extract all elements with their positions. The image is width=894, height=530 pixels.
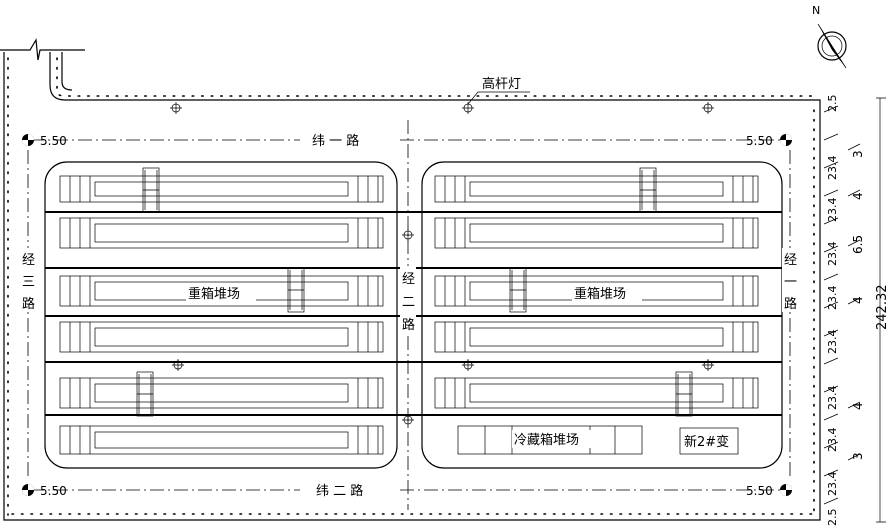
dim-gap: 3: [851, 150, 865, 158]
lamp-symbols: [22, 102, 796, 426]
dim-gap: 4: [851, 402, 865, 410]
light-icon: [172, 359, 184, 371]
road-jing1-char: 路: [784, 296, 797, 312]
dim-segment: 23.4: [826, 330, 839, 355]
road-jing1-char: 经: [784, 253, 797, 268]
road-jing2-char: 二: [402, 295, 415, 310]
reefer-yard-label: 冷藏箱堆场: [514, 432, 579, 448]
corner-dim: 5.50: [746, 134, 773, 148]
gantry-cranes: [136, 167, 693, 417]
dim-segment: 2.5: [826, 509, 839, 527]
benchmark-icon: [22, 134, 34, 146]
road-jing3-char: 三: [22, 275, 35, 290]
dim-segment: 23.4: [826, 198, 839, 223]
benchmark-icon: [22, 484, 34, 496]
dim-segment: 23.4: [826, 286, 839, 311]
road-weft2-label: 纬 二 路: [316, 483, 363, 499]
boundary: [0, 38, 821, 521]
road-weft1-label: 纬 一 路: [312, 133, 359, 149]
right-stacks: [434, 175, 759, 455]
road-jing1-char: 一: [784, 275, 797, 290]
light-icon: [462, 359, 474, 371]
light-icon: [170, 102, 182, 114]
dim-segment: 2.5: [826, 95, 839, 113]
high-mast-light-label: 高杆灯: [482, 76, 521, 92]
dim-segment: 23.4: [826, 242, 839, 267]
dim-gap: 4: [851, 296, 865, 304]
dim-total: 242.32: [875, 285, 890, 331]
road-jing3-char: 路: [22, 296, 35, 312]
heavy-yard-right-label: 重箱堆场: [574, 286, 626, 302]
dim-gap: 6.5: [851, 235, 865, 254]
road-centerlines: [27, 120, 791, 510]
dim-gap: 3: [851, 452, 865, 460]
road-jing3-char: 经: [22, 253, 35, 268]
light-icon: [702, 359, 714, 371]
dim-segment: 23.4: [826, 386, 839, 411]
dimension-chain: [823, 97, 886, 523]
road-labels: 纬 一 路 纬 二 路 经 三 路 经 二 路 经 一 路: [20, 131, 798, 499]
dim-gap: 4: [851, 192, 865, 200]
light-icon: [402, 414, 414, 426]
light-icon: [702, 102, 714, 114]
benchmark-icon: [780, 134, 792, 146]
north-arrow-icon: N: [812, 4, 847, 69]
dim-segment: 23.4: [826, 472, 839, 497]
left-stacks: [59, 175, 384, 455]
corner-dim: 5.50: [746, 484, 773, 498]
road-jing2-char: 经: [402, 272, 415, 287]
north-label: N: [812, 4, 820, 17]
dim-segment: 23.4: [826, 156, 839, 181]
benchmark-icon: [780, 484, 792, 496]
corner-dim: 5.50: [40, 484, 67, 498]
light-icon: [402, 229, 414, 241]
corner-dim: 5.50: [40, 134, 67, 148]
road-jing2-char: 路: [402, 317, 415, 333]
corner-dimensions: 5.50 5.50 5.50 5.50: [40, 134, 773, 498]
heavy-yard-left-label: 重箱堆场: [188, 286, 240, 302]
substation-label: 新2#变: [684, 434, 729, 450]
corner-markers: [22, 134, 792, 496]
dim-segment: 23.4: [826, 428, 839, 453]
